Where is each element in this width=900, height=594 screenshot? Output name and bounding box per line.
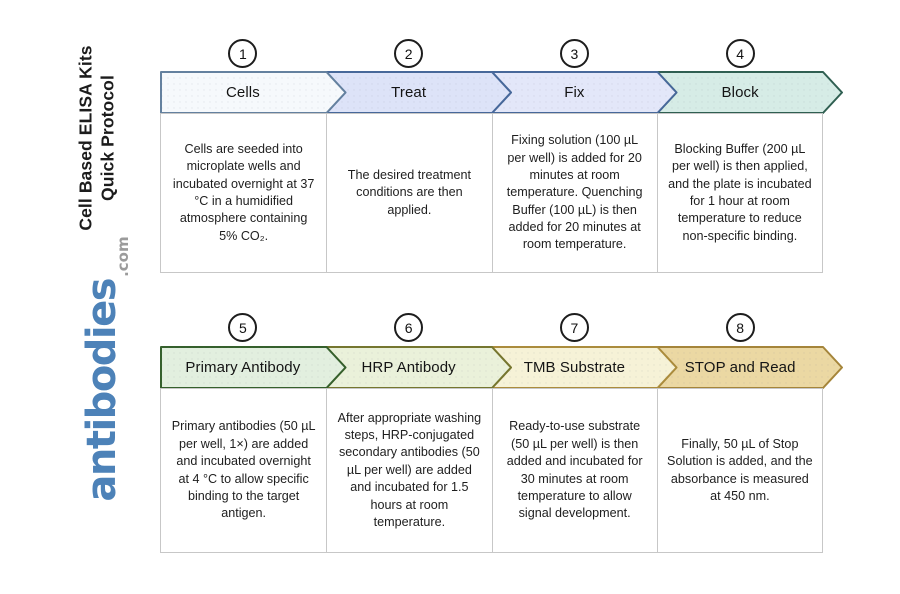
step-description-1: Cells are seeded into microplate wells a… bbox=[172, 141, 315, 243]
step-label-treat: Treat bbox=[391, 84, 427, 101]
step-label-tmb-substrate: TMB Substrate bbox=[523, 359, 626, 376]
step-number-4: 4 bbox=[725, 39, 755, 68]
step-description-5: Primary antibodies (50 µL per well, 1×) … bbox=[171, 419, 316, 521]
step-number-8: 8 bbox=[725, 313, 755, 342]
step-arrow-fix bbox=[491, 71, 678, 114]
step-label-block: Block bbox=[721, 84, 759, 101]
step-label-stop-and-read: STOP and Read bbox=[684, 359, 796, 376]
step-arrow-block bbox=[656, 71, 843, 114]
step-arrow-hrp bbox=[325, 346, 512, 389]
arrow-band-row-2 bbox=[160, 346, 843, 389]
step-number-5: 5 bbox=[228, 313, 258, 342]
step-number-7: 7 bbox=[559, 313, 589, 342]
brand-tld: .com bbox=[114, 236, 132, 277]
description-box-8: Finally, 50 µL of Stop Solution is added… bbox=[656, 389, 822, 552]
arrow-texture bbox=[657, 347, 842, 388]
step-label-cells: Cells bbox=[225, 84, 260, 101]
step-description-4: Blocking Buffer (200 µL per well) is the… bbox=[668, 141, 812, 243]
arrow-label-row-1: Cells Treat Fix Block bbox=[160, 72, 823, 113]
brand-wordmark: antibodies bbox=[79, 278, 125, 502]
arrow-texture bbox=[326, 72, 511, 113]
step-arrow-cells bbox=[160, 71, 347, 114]
step-number-3: 3 bbox=[559, 39, 589, 68]
antibodies-logo: antibodies.com bbox=[79, 236, 132, 502]
arrow-texture bbox=[492, 347, 677, 388]
step-arrow-stop-read bbox=[656, 346, 843, 389]
arrow-band-row-1 bbox=[160, 71, 843, 114]
page-title-line1: Cell Based ELISA Kits bbox=[75, 45, 96, 231]
description-box-2: The desired treatment conditions are the… bbox=[326, 114, 491, 272]
page-title-line2: Quick Protocol bbox=[98, 75, 118, 201]
step-number-row-1: 1 2 3 4 bbox=[160, 39, 823, 68]
step-number-6: 6 bbox=[394, 313, 424, 342]
page-title: Cell Based ELISA Kits Quick Protocol bbox=[75, 33, 120, 243]
step-number-2: 2 bbox=[394, 39, 424, 68]
description-row-2: Primary antibodies (50 µL per well, 1×) … bbox=[160, 388, 823, 553]
step-arrow-tmb bbox=[491, 346, 678, 389]
step-description-8: Finally, 50 µL of Stop Solution is added… bbox=[667, 436, 813, 503]
step-number-row-2: 5 6 7 8 bbox=[160, 313, 823, 342]
description-box-1: Cells are seeded into microplate wells a… bbox=[161, 114, 326, 272]
arrow-texture bbox=[161, 72, 346, 113]
description-box-5: Primary antibodies (50 µL per well, 1×) … bbox=[161, 389, 326, 552]
arrow-texture bbox=[326, 347, 511, 388]
step-description-6: After appropriate washing steps, HRP-con… bbox=[337, 410, 482, 529]
step-description-7: Ready-to-use substrate (50 µL per well) … bbox=[506, 419, 643, 521]
step-description-2: The desired treatment conditions are the… bbox=[347, 167, 471, 217]
arrow-texture bbox=[161, 347, 346, 388]
description-row-1: Cells are seeded into microplate wells a… bbox=[160, 113, 823, 273]
arrow-label-row-2: Primary Antibody HRP Antibody TMB Substr… bbox=[160, 347, 823, 388]
step-arrow-primary bbox=[160, 346, 347, 389]
step-label-hrp-antibody: HRP Antibody bbox=[361, 359, 456, 376]
description-box-7: Ready-to-use substrate (50 µL per well) … bbox=[491, 389, 657, 552]
description-box-3: Fixing solution (100 µL per well) is add… bbox=[491, 114, 657, 272]
arrow-texture bbox=[492, 72, 677, 113]
step-number-1: 1 bbox=[228, 39, 258, 68]
description-box-4: Blocking Buffer (200 µL per well) is the… bbox=[656, 114, 822, 272]
arrow-texture bbox=[657, 72, 842, 113]
description-box-6: After appropriate washing steps, HRP-con… bbox=[326, 389, 491, 552]
step-label-primary-antibody: Primary Antibody bbox=[185, 359, 301, 376]
step-label-fix: Fix bbox=[564, 84, 585, 101]
step-description-3: Fixing solution (100 µL per well) is add… bbox=[506, 133, 643, 252]
